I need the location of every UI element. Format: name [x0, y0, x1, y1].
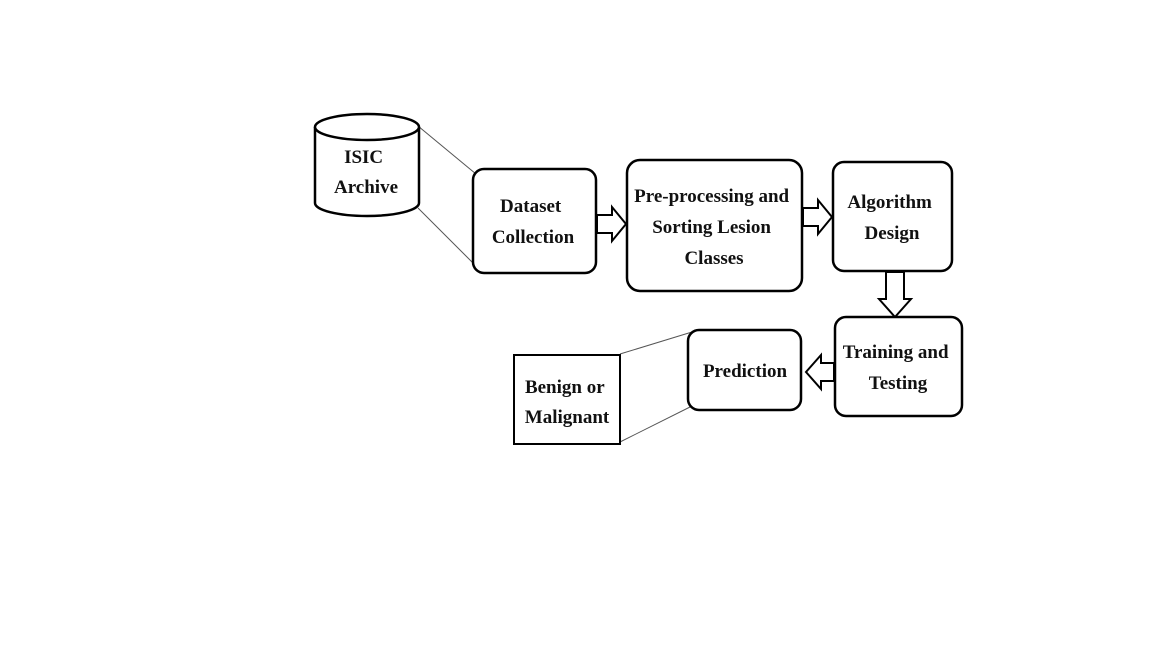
- arrow-preprocessing-to-algorithm: [802, 197, 834, 237]
- isic-archive-line-1: ISIC: [344, 147, 383, 168]
- arrow-dataset-to-preprocessing: [596, 204, 628, 244]
- algorithm-design-line-1: Algorithm: [847, 192, 932, 213]
- benign-malignant-label: Benign or Malignant: [525, 377, 610, 428]
- algorithm-design-box: Algorithm Design: [831, 160, 954, 273]
- isic-archive-database: ISIC Archive: [313, 112, 421, 218]
- algorithm-design-label: Algorithm Design: [847, 192, 936, 244]
- training-testing-line-1: Training and: [843, 342, 949, 363]
- training-testing-label: Training and Testing: [843, 342, 954, 394]
- isic-archive-label: ISIC Archive: [334, 147, 398, 198]
- algorithm-design-line-2: Design: [865, 223, 920, 244]
- connector-archive-top: [417, 125, 477, 175]
- benign-malignant-box: Benign or Malignant: [513, 354, 621, 445]
- preprocessing-line-3: Classes: [684, 248, 743, 269]
- prediction-box: Prediction: [686, 328, 803, 412]
- preprocessing-label: Pre-processing and Sorting Lesion Classe…: [634, 186, 794, 269]
- arrow-training-to-prediction: [804, 352, 835, 392]
- dataset-collection-line-1: Dataset: [500, 196, 562, 217]
- preprocessing-line-1: Pre-processing and: [634, 186, 789, 207]
- prediction-line-1: Prediction: [703, 361, 788, 382]
- preprocessing-box: Pre-processing and Sorting Lesion Classe…: [625, 158, 804, 293]
- dataset-collection-line-2: Collection: [492, 227, 575, 248]
- arrow-algorithm-to-training: [876, 271, 914, 319]
- prediction-label: Prediction: [703, 361, 788, 382]
- benign-malignant-line-1: Benign or: [525, 377, 605, 398]
- benign-malignant-line-2: Malignant: [525, 407, 610, 428]
- dataset-collection-box: Dataset Collection: [471, 167, 598, 275]
- dataset-collection-label: Dataset Collection: [492, 196, 575, 248]
- training-testing-line-2: Testing: [869, 373, 928, 394]
- training-testing-box: Training and Testing: [833, 315, 964, 418]
- isic-archive-line-2: Archive: [334, 177, 398, 198]
- connector-prediction-bottom: [619, 405, 693, 443]
- connector-prediction-top: [619, 331, 693, 355]
- connector-archive-bottom: [417, 207, 477, 267]
- preprocessing-line-2: Sorting Lesion: [652, 217, 771, 238]
